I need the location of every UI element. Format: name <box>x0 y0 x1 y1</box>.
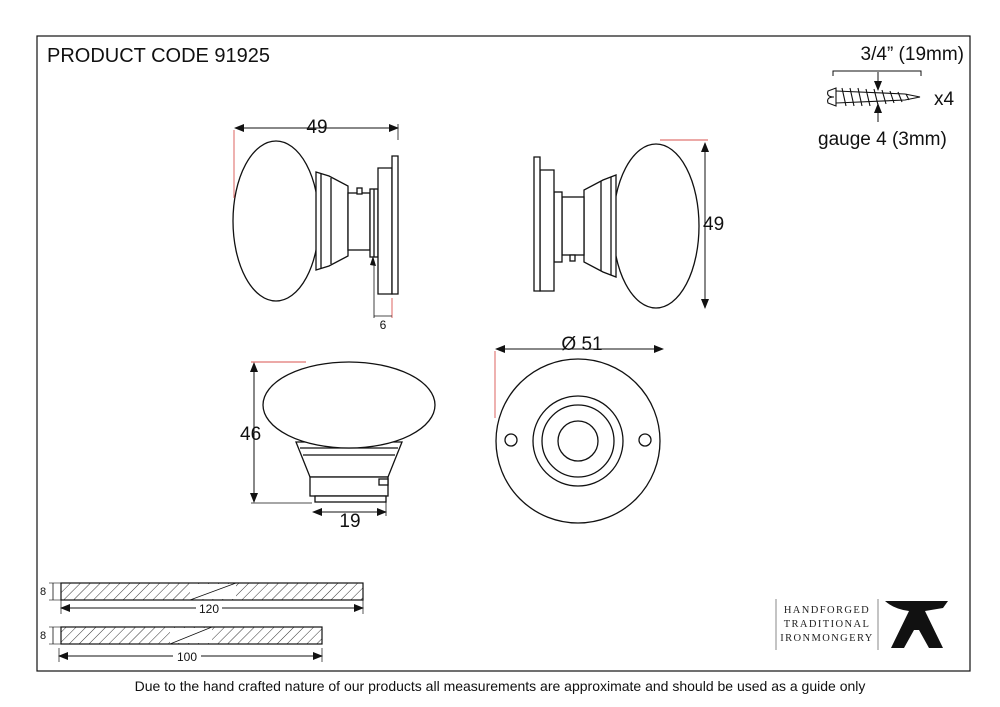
knob-side-view-left <box>232 140 399 302</box>
spindle-long: 8 120 <box>40 582 364 616</box>
screw-spec: 3/4” (19mm) x4 gauge 4 (3mm) <box>818 44 964 150</box>
dim-spindle-gap: 6 <box>380 318 387 332</box>
dimension-rose-diameter: Ø 51 <box>494 334 664 418</box>
spindle-long-length: 120 <box>199 602 219 616</box>
brand-line-2: TRADITIONAL <box>784 619 871 630</box>
dim-shank-width: 19 <box>339 511 360 532</box>
disclaimer-footer: Due to the hand crafted nature of our pr… <box>134 678 866 694</box>
dimension-shank-width: 19 <box>312 502 387 532</box>
dimension-side-width: 49 <box>233 117 399 198</box>
rose-front-view <box>495 358 661 524</box>
screw-quantity: x4 <box>934 89 955 110</box>
brand-logo: HANDFORGED TRADITIONAL IRONMONGERY <box>775 599 948 650</box>
spindle-short: 8 100 <box>40 626 323 664</box>
anvil-icon <box>885 601 948 648</box>
knob-top-view <box>262 361 436 503</box>
knob-side-view-right <box>533 143 700 309</box>
dimension-side-height: 49 <box>660 139 724 309</box>
product-code: PRODUCT CODE 91925 <box>47 45 270 67</box>
dim-side-height: 49 <box>703 214 724 235</box>
screw-icon <box>827 87 921 107</box>
brand-line-3: IRONMONGERY <box>780 633 874 644</box>
drawing-border <box>36 35 971 672</box>
spindle-long-thickness: 8 <box>40 586 46 598</box>
dim-rose-diameter: Ø 51 <box>561 334 602 355</box>
brand-line-1: HANDFORGED <box>784 605 870 616</box>
screw-length: 3/4” (19mm) <box>861 44 964 65</box>
dim-top-height: 46 <box>240 424 261 445</box>
dimension-spindle-gap: 6 <box>370 256 393 332</box>
screw-gauge: gauge 4 (3mm) <box>818 129 947 150</box>
dimension-top-height: 46 <box>240 361 312 504</box>
dim-side-width: 49 <box>306 117 327 138</box>
spindle-short-length: 100 <box>177 650 197 664</box>
spindle-short-thickness: 8 <box>40 630 46 642</box>
